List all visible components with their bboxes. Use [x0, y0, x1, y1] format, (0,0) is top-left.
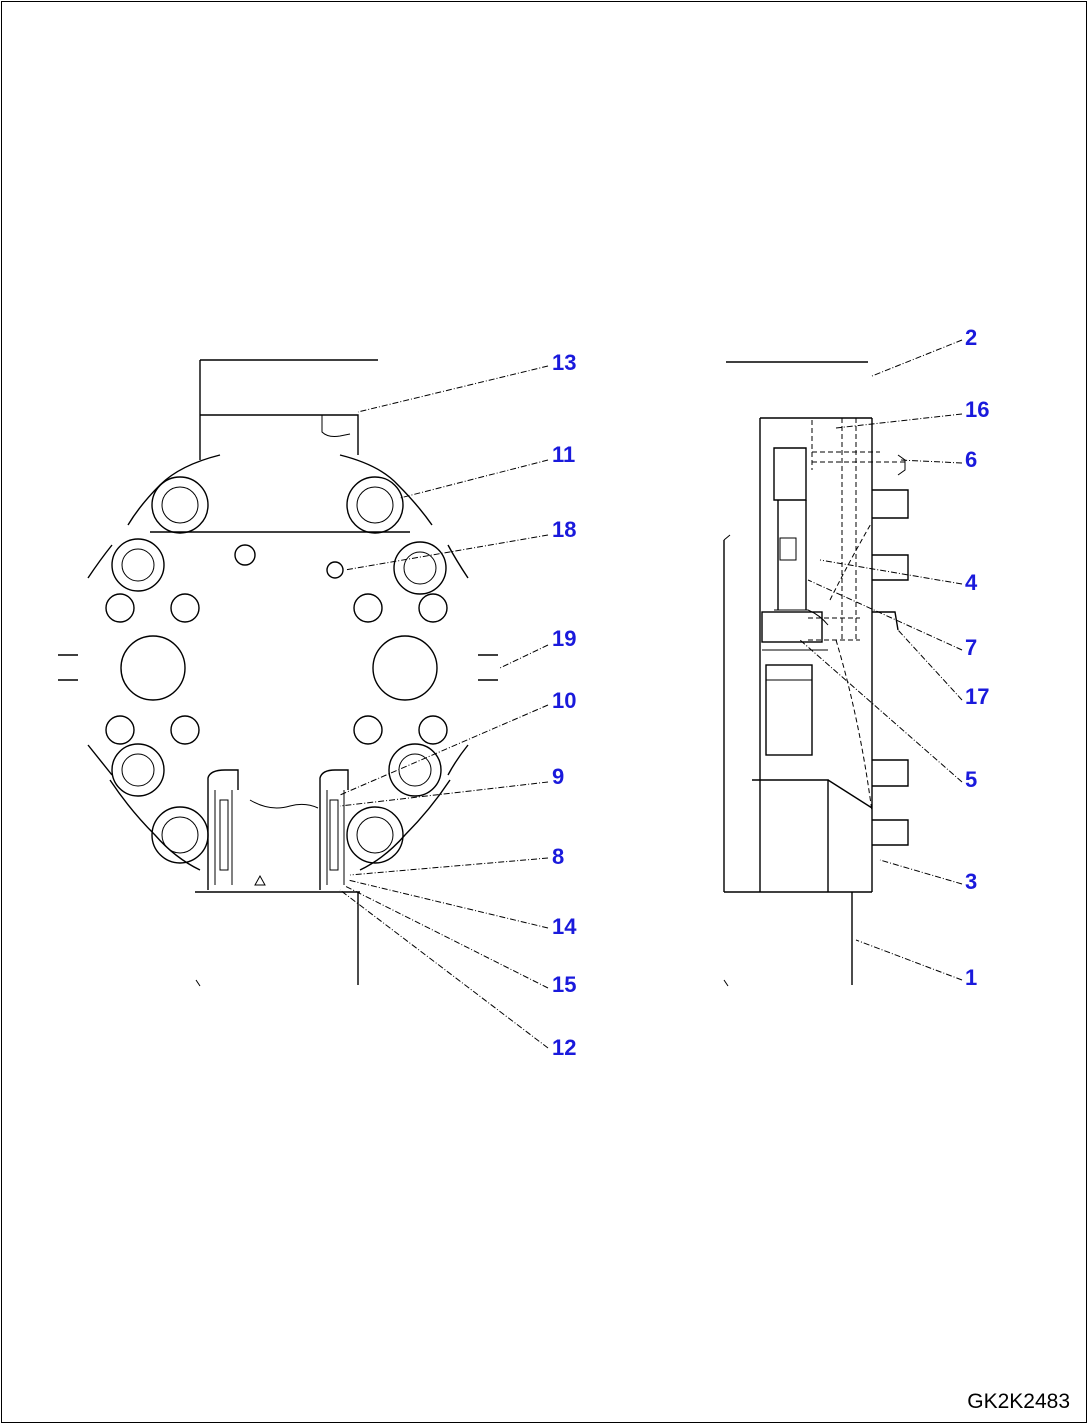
callout-18: 18: [552, 517, 576, 542]
callout-15: 15: [552, 972, 576, 997]
side-view: [723, 361, 909, 987]
leader-lines: [339, 339, 963, 1049]
callout-labels: 13 11 18 19 10 9 8 14 15 12 2 16 6 4 7 1…: [552, 325, 989, 1060]
drawing-code: GK2K2483: [967, 1390, 1070, 1413]
callout-5: 5: [965, 767, 977, 792]
callout-13: 13: [552, 350, 576, 375]
callout-10: 10: [552, 688, 576, 713]
callout-6: 6: [965, 447, 977, 472]
callout-11: 11: [552, 442, 575, 467]
front-view: [58, 359, 498, 987]
callout-16: 16: [965, 397, 989, 422]
callout-12: 12: [552, 1035, 576, 1060]
callout-4: 4: [965, 570, 978, 595]
callout-19: 19: [552, 626, 576, 651]
callout-17: 17: [965, 684, 989, 709]
callout-14: 14: [552, 914, 577, 939]
callout-8: 8: [552, 844, 564, 869]
callout-1: 1: [965, 965, 977, 990]
callout-2: 2: [965, 325, 977, 350]
callout-9: 9: [552, 764, 564, 789]
callout-7: 7: [965, 635, 977, 660]
callout-3: 3: [965, 869, 977, 894]
